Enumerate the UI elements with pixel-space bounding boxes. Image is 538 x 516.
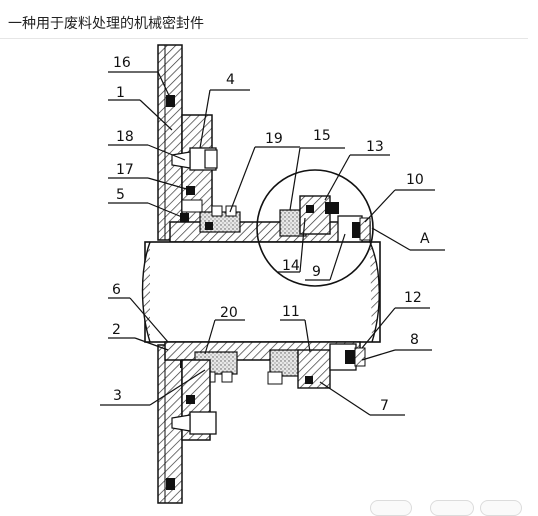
part-label-11: 11 (282, 304, 300, 320)
part-label-10: 10 (406, 172, 424, 188)
part-label-3: 3 (113, 388, 122, 404)
part-label-18: 18 (116, 129, 134, 145)
part-label-17: 17 (116, 162, 134, 178)
part-labels: 16 4 1 18 19 15 13 17 10 5 A 14 9 6 12 2… (112, 55, 430, 414)
view-control-button[interactable] (430, 500, 474, 516)
page-title: 一种用于废料处理的机械密封件 (8, 16, 204, 32)
part-label-5: 5 (116, 187, 125, 203)
part-label-8: 8 (410, 332, 419, 348)
part-label-16: 16 (113, 55, 131, 71)
more-control-button[interactable] (480, 500, 522, 516)
part-label-14: 14 (282, 258, 300, 274)
part-label-1: 1 (116, 85, 125, 101)
part-label-4: 4 (226, 72, 235, 88)
part-label-15: 15 (313, 128, 331, 144)
leader-lines (100, 71, 445, 416)
shaft (141, 241, 381, 343)
part-label-2: 2 (112, 322, 121, 338)
zoom-control-button[interactable] (370, 500, 412, 516)
part-label-7: 7 (380, 398, 389, 414)
part-label-12: 12 (404, 290, 422, 306)
part-label-9: 9 (312, 264, 321, 280)
title-divider (0, 38, 528, 39)
housing-wall (157, 44, 183, 504)
lower-seal-assembly (164, 341, 366, 389)
part-label-13: 13 (366, 139, 384, 155)
part-label-20: 20 (220, 305, 238, 321)
part-label-a: A (420, 231, 430, 247)
lower-gland (171, 359, 217, 441)
part-label-19: 19 (265, 131, 283, 147)
part-label-6: 6 (112, 282, 121, 298)
upper-gland (171, 114, 218, 226)
